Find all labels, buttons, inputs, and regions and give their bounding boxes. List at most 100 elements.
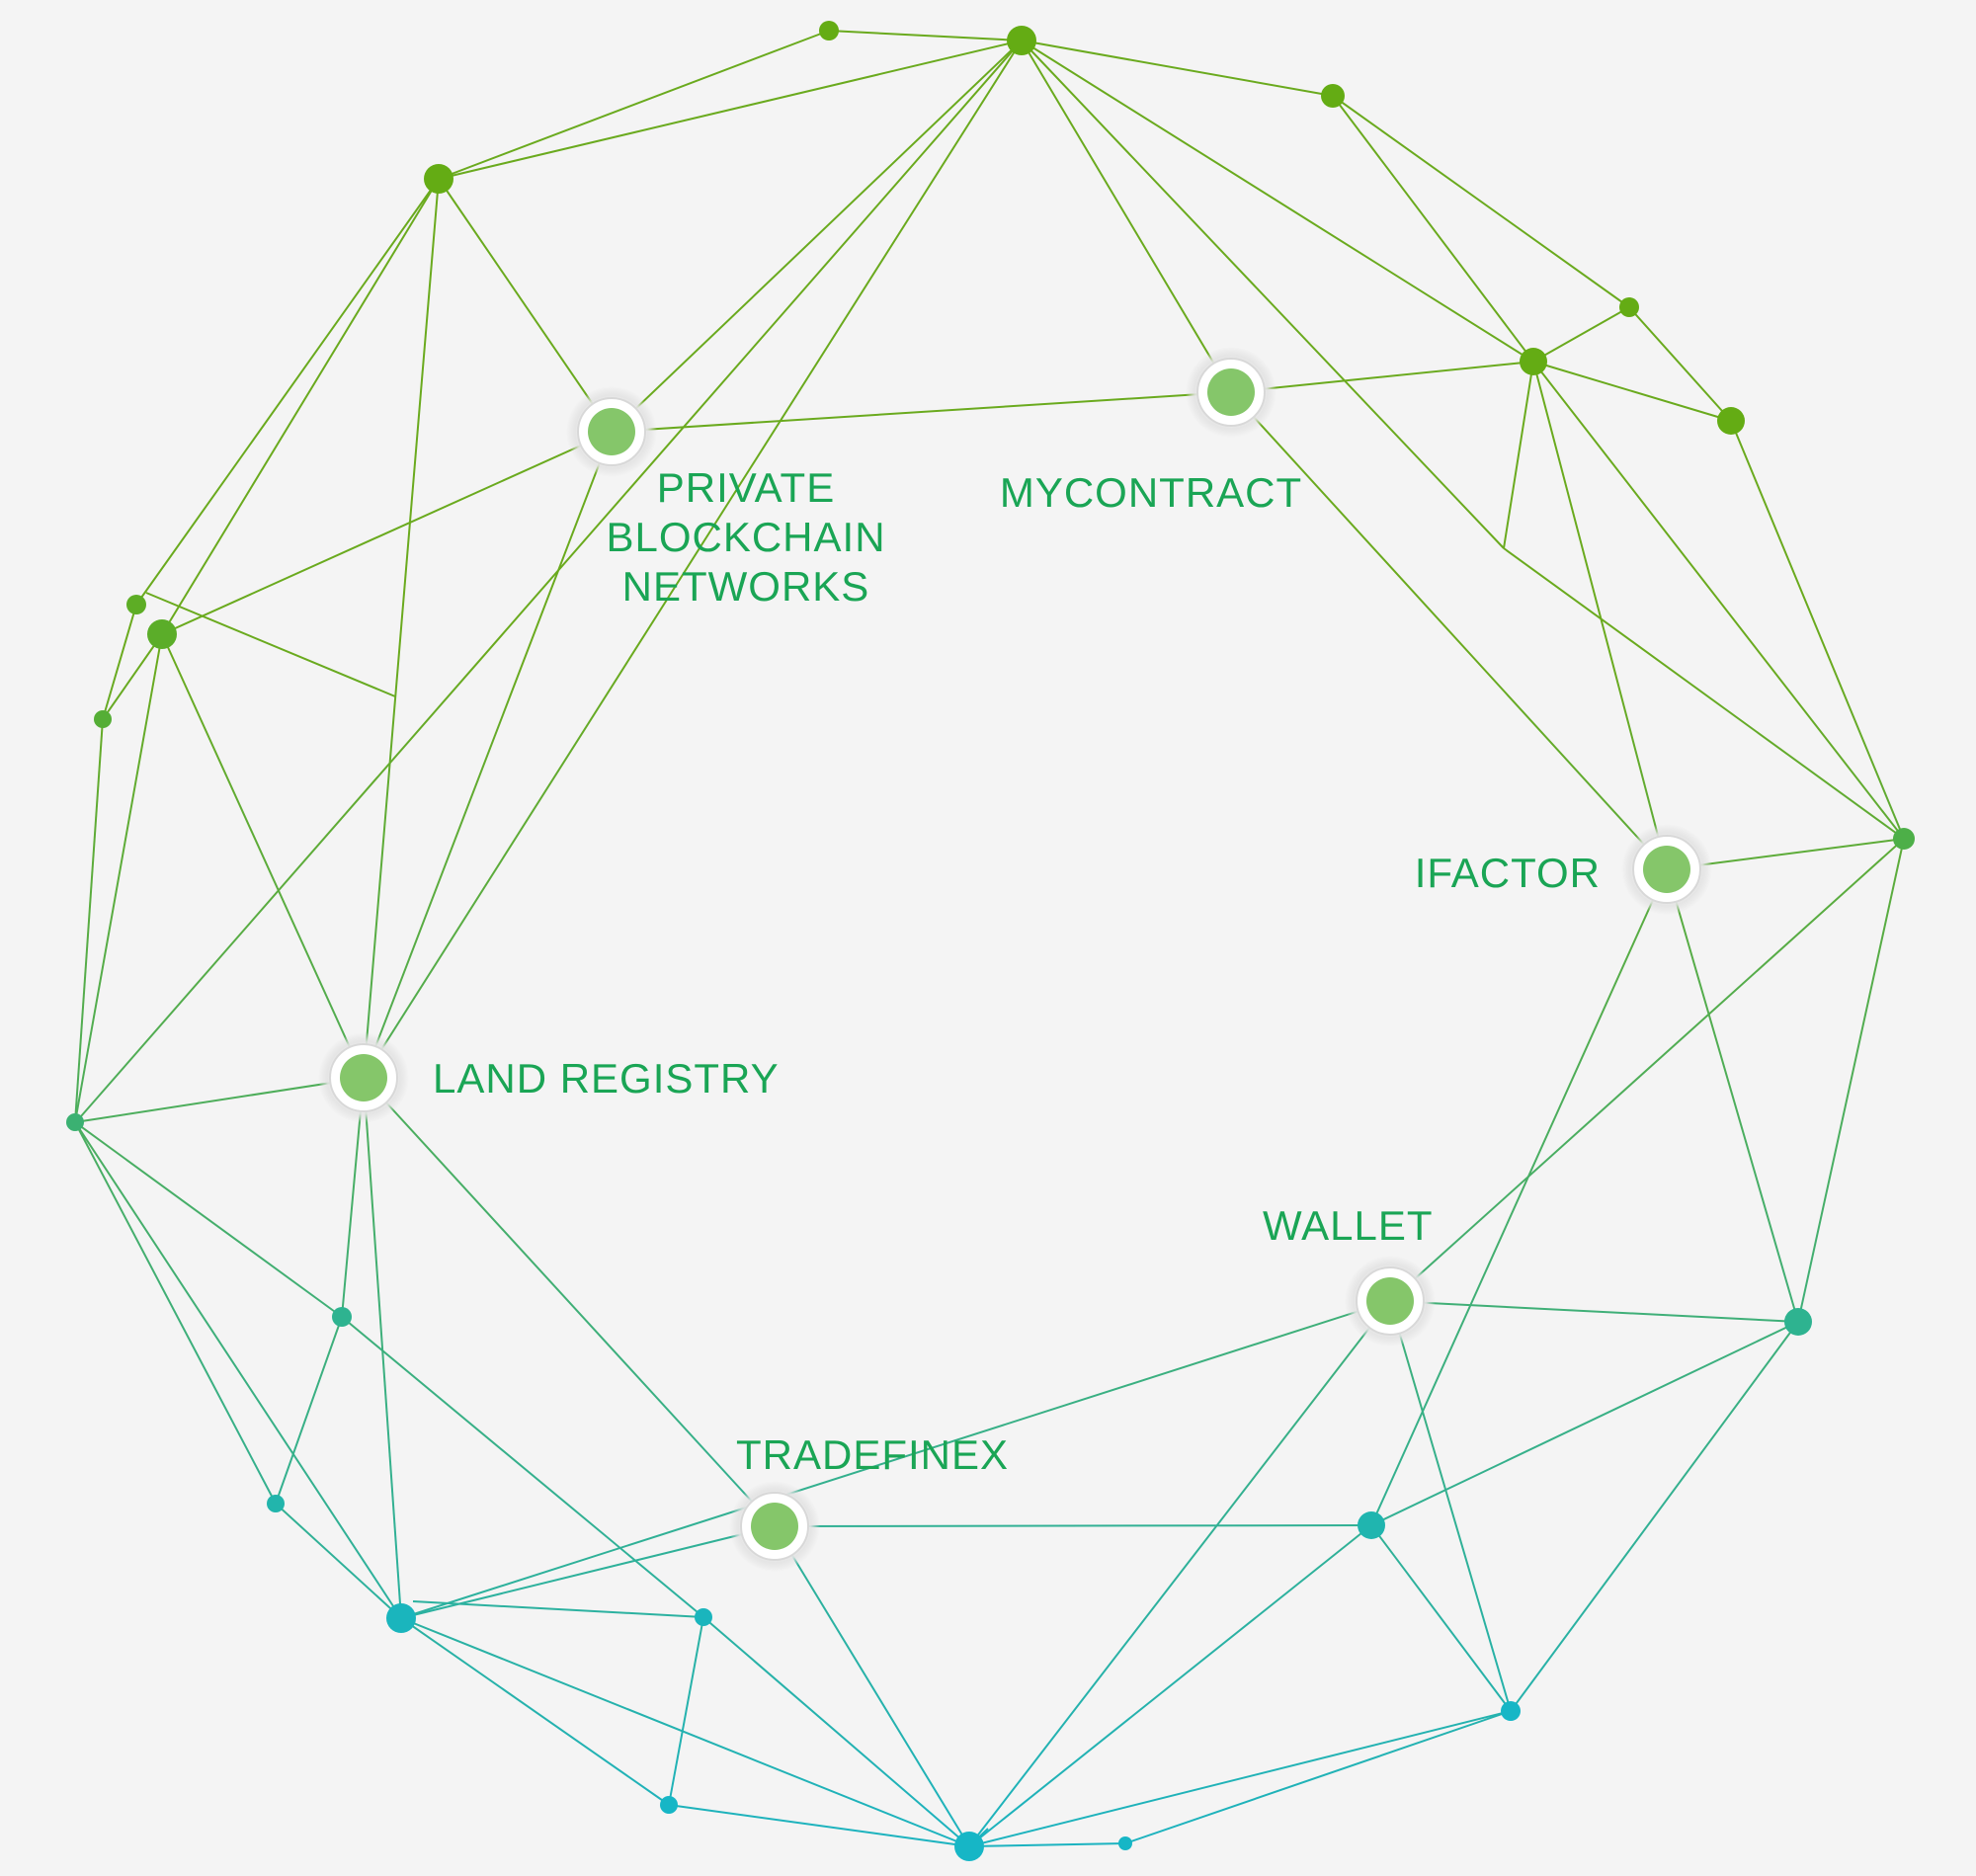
network-edge bbox=[1230, 361, 1534, 393]
network-edge bbox=[1389, 838, 1905, 1302]
network-edge bbox=[1503, 361, 1534, 549]
network-edge bbox=[1332, 95, 1630, 308]
network-edge bbox=[968, 1300, 1391, 1847]
hub-label-line: PRIVATE bbox=[657, 464, 835, 511]
network-edge bbox=[968, 1524, 1372, 1847]
network-edge bbox=[400, 1617, 670, 1806]
network-edge bbox=[1021, 40, 1334, 97]
hub-label-line: IFACTOR bbox=[1415, 850, 1601, 896]
network-edge bbox=[968, 1842, 1126, 1847]
network-node bbox=[1501, 1701, 1521, 1721]
network-node bbox=[954, 1832, 984, 1861]
network-edge bbox=[74, 633, 163, 1123]
network-edge bbox=[1532, 306, 1630, 363]
edges-layer bbox=[74, 30, 1905, 1847]
network-node bbox=[1717, 407, 1745, 435]
network-edge bbox=[275, 1316, 343, 1505]
network-edge bbox=[1510, 1321, 1799, 1712]
network-node bbox=[1520, 348, 1547, 375]
network-edge bbox=[828, 30, 1023, 41]
network-edge bbox=[1503, 547, 1905, 840]
network-edge bbox=[412, 1600, 704, 1618]
network-edge bbox=[1797, 838, 1905, 1323]
network-edge bbox=[363, 40, 1023, 1079]
network-edge bbox=[74, 718, 104, 1123]
network-edge bbox=[1332, 95, 1534, 363]
hub-dot bbox=[1207, 368, 1255, 416]
network-edge bbox=[74, 1121, 277, 1505]
network-edge bbox=[774, 1525, 970, 1847]
network-edge bbox=[668, 1616, 704, 1806]
hub-label-line: LAND REGISTRY bbox=[433, 1055, 780, 1101]
network-edge bbox=[1628, 306, 1732, 422]
network-edge bbox=[1021, 40, 1232, 393]
network-edge bbox=[80, 40, 1023, 1117]
hub-private bbox=[566, 386, 657, 477]
network-edge bbox=[74, 1121, 402, 1619]
hub-land bbox=[318, 1032, 409, 1123]
network-edge bbox=[968, 1710, 1512, 1847]
network-edge bbox=[161, 431, 613, 635]
hub-ifactor bbox=[1621, 824, 1712, 915]
network-edge bbox=[400, 1525, 776, 1619]
network-edge bbox=[161, 178, 440, 635]
network-edge bbox=[161, 633, 365, 1079]
network-node bbox=[1358, 1511, 1385, 1539]
network-edge bbox=[102, 604, 137, 720]
network-node bbox=[1893, 828, 1915, 850]
network-edge bbox=[363, 1077, 776, 1527]
nodes-layer bbox=[66, 21, 1915, 1861]
network-edge bbox=[1730, 420, 1905, 840]
network-node bbox=[1784, 1308, 1812, 1336]
network-edge bbox=[438, 40, 1023, 180]
network-node bbox=[94, 710, 112, 728]
network-edge bbox=[438, 30, 830, 180]
network-edge bbox=[74, 1121, 343, 1318]
hub-label-line: NETWORKS bbox=[622, 563, 870, 610]
network-node bbox=[819, 21, 839, 41]
network-edge bbox=[363, 1077, 402, 1619]
network-edge bbox=[611, 391, 1232, 433]
hub-label-line: MYCONTRACT bbox=[1000, 469, 1302, 516]
network-edge bbox=[1230, 391, 1668, 870]
network-edge bbox=[135, 178, 440, 606]
hub-label-line: WALLET bbox=[1263, 1202, 1433, 1249]
network-node bbox=[267, 1495, 285, 1512]
hub-dot bbox=[340, 1054, 387, 1101]
network-node bbox=[147, 619, 177, 649]
network-edge bbox=[400, 1617, 970, 1847]
network-node bbox=[1118, 1836, 1132, 1850]
network-edge bbox=[341, 1316, 704, 1618]
network-node bbox=[126, 595, 146, 614]
network-edge bbox=[1021, 40, 1534, 363]
hubs-layer bbox=[318, 347, 1712, 1572]
hub-label-tradefinex: TRADEFINEX bbox=[736, 1431, 1009, 1478]
hub-label-line: BLOCKCHAIN bbox=[606, 514, 885, 560]
hub-label-wallet: WALLET bbox=[1263, 1202, 1433, 1249]
network-node bbox=[1007, 26, 1036, 55]
network-edge bbox=[438, 178, 613, 433]
hub-dot bbox=[751, 1503, 798, 1550]
network-edge bbox=[145, 592, 396, 697]
network-edge bbox=[668, 1804, 970, 1847]
network-edge bbox=[774, 1524, 1372, 1527]
network-edge bbox=[363, 178, 440, 1079]
hub-label-land: LAND REGISTRY bbox=[433, 1055, 780, 1101]
network-edge bbox=[1532, 361, 1668, 870]
hub-dot bbox=[588, 408, 635, 455]
hub-wallet bbox=[1345, 1256, 1436, 1346]
network-node bbox=[424, 164, 453, 194]
network-edge bbox=[611, 40, 1023, 433]
network-node bbox=[1619, 297, 1639, 317]
network-edge bbox=[1370, 1321, 1799, 1526]
network-edge bbox=[1666, 868, 1799, 1323]
network-edge bbox=[1389, 1300, 1512, 1712]
hub-mycontract bbox=[1186, 347, 1276, 438]
network-edge bbox=[1124, 1710, 1512, 1844]
hub-label-ifactor: IFACTOR bbox=[1415, 850, 1601, 896]
network-edge bbox=[400, 1300, 1391, 1619]
network-edge bbox=[74, 1077, 365, 1123]
